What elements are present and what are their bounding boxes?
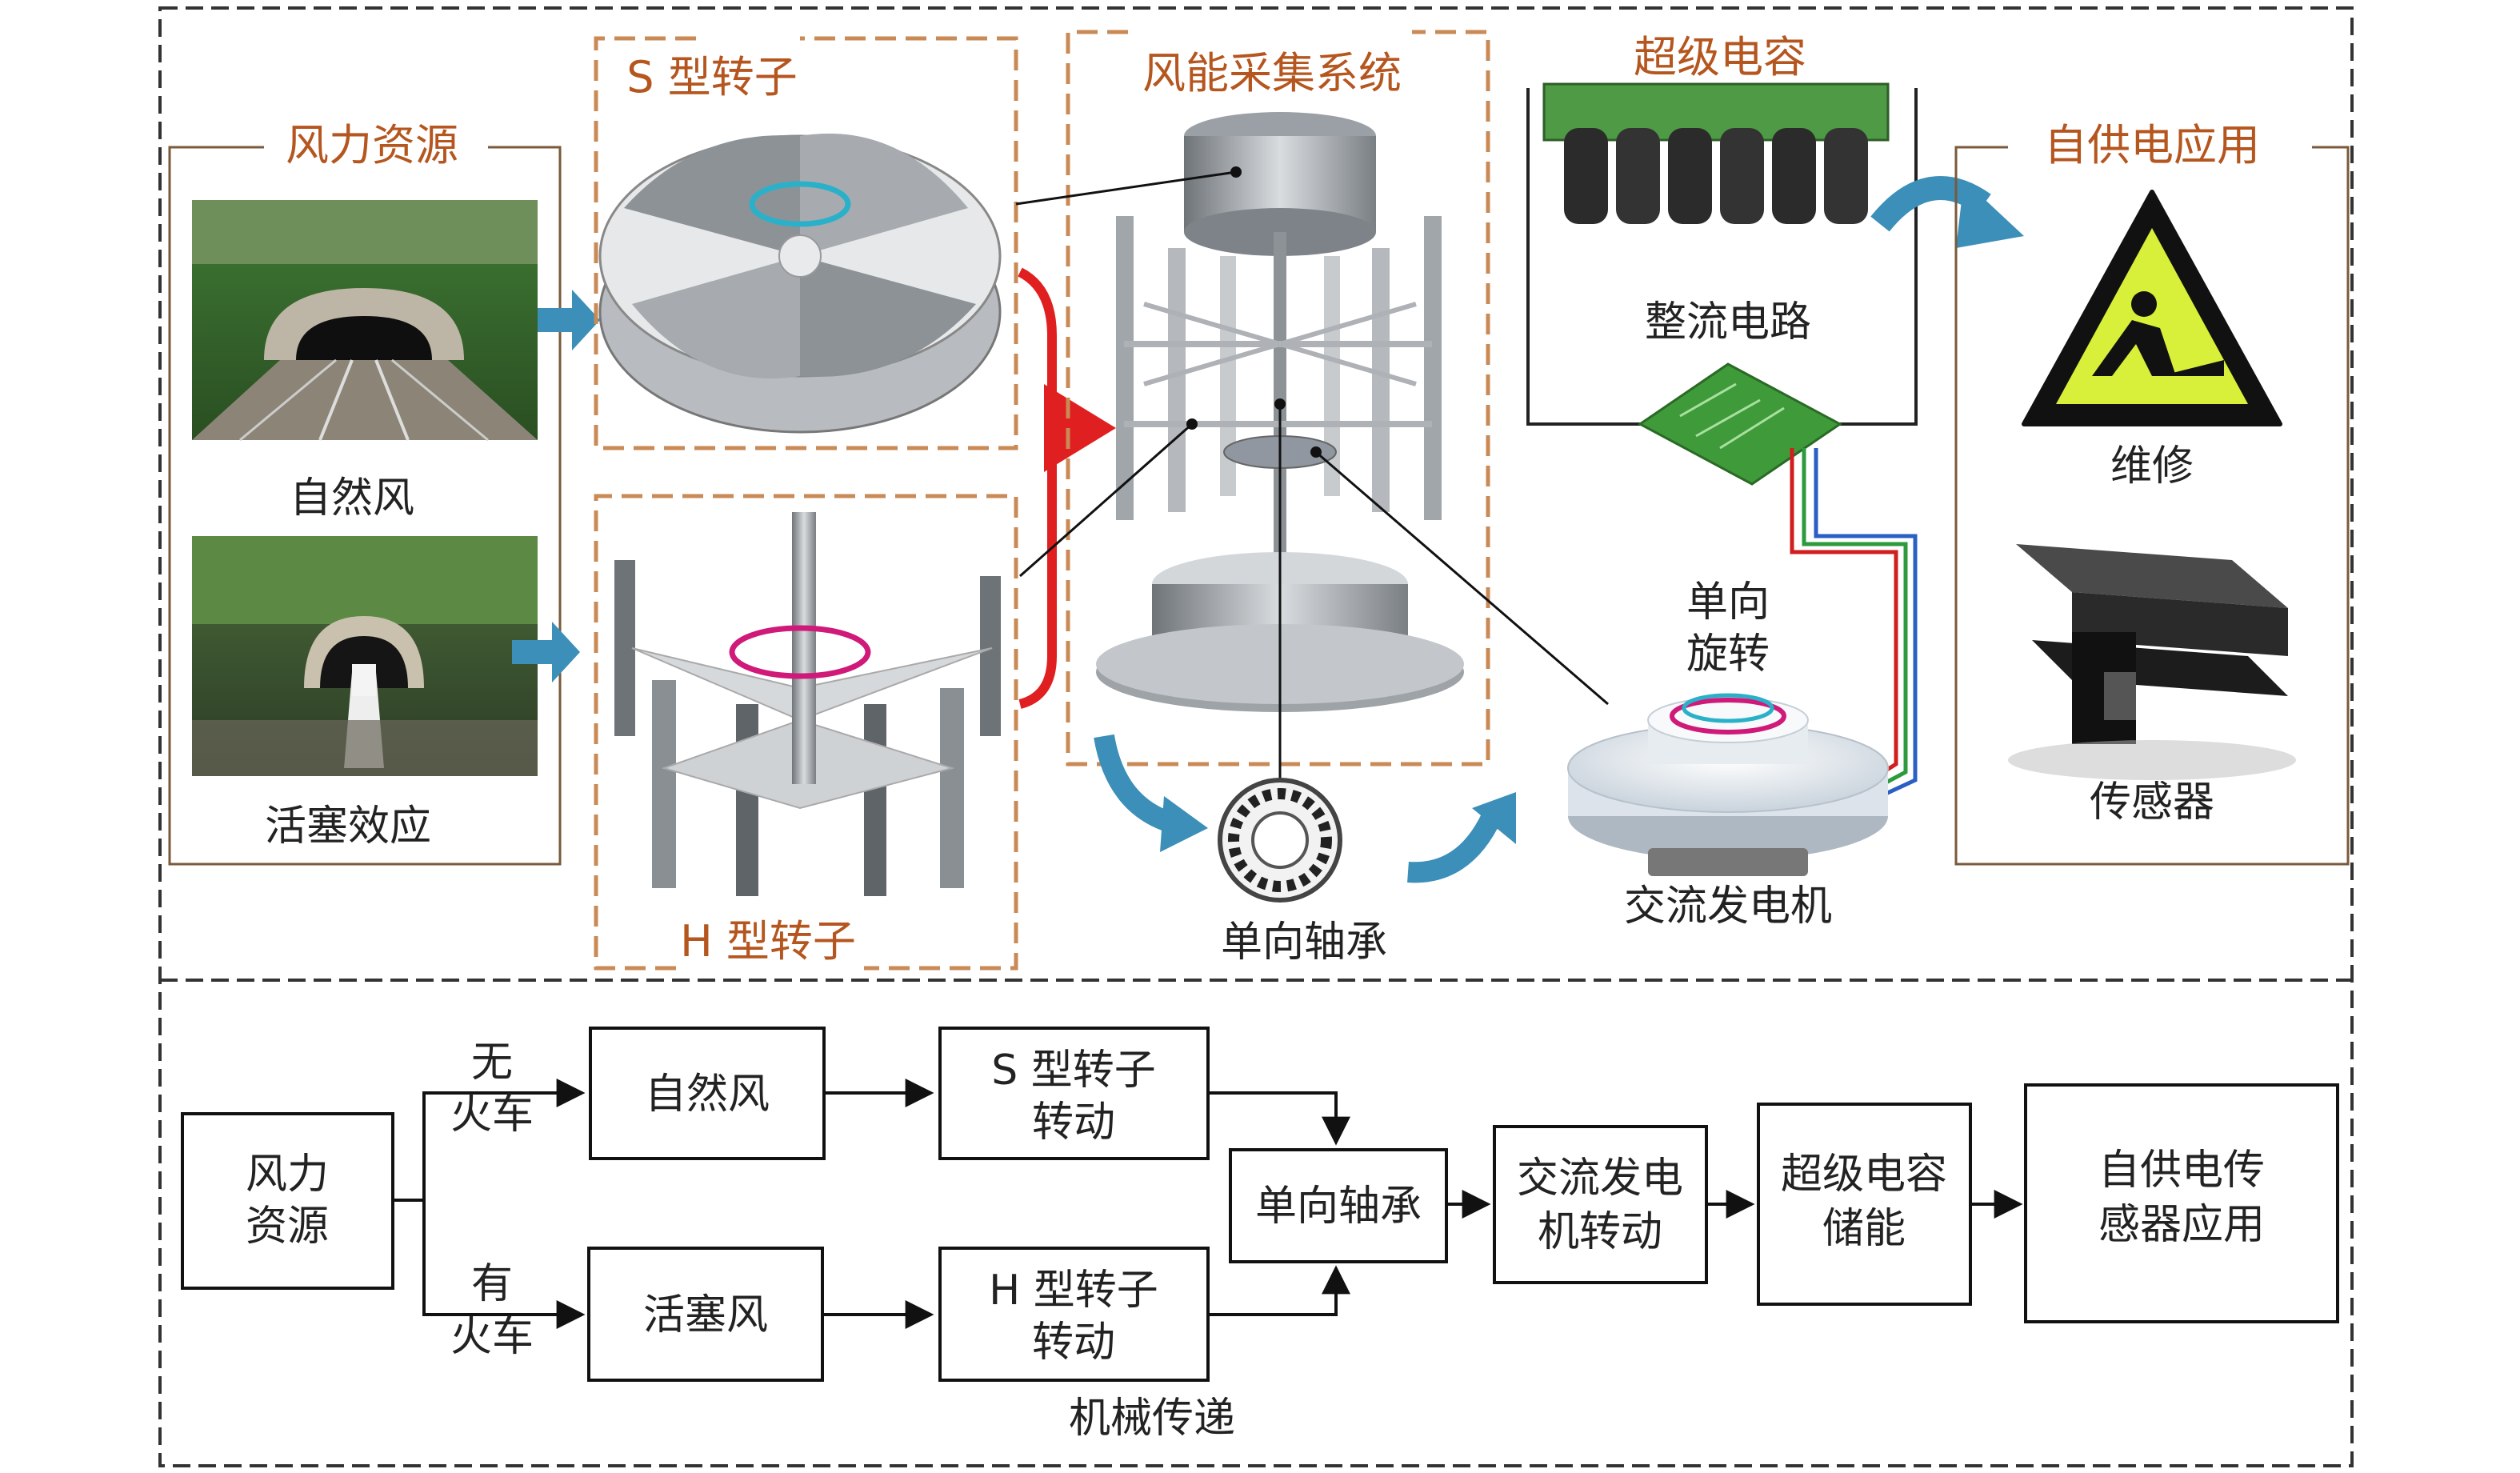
generator-caption: 交流发电机 xyxy=(1624,883,1832,931)
pointer-line xyxy=(1019,422,1193,578)
one-way-bearing-illustration xyxy=(1218,778,1342,903)
wind-to-rotor-arrows xyxy=(512,290,600,682)
flow-h-rotor-line1: H 型转子 xyxy=(989,1267,1158,1315)
flow-generator-line2: 机转动 xyxy=(1538,1208,1662,1256)
flow-storage-box: 超级电容 储能 xyxy=(1757,1103,1972,1306)
turbine-illustration xyxy=(1096,112,1464,712)
flow-piston-wind-box: 活塞风 xyxy=(587,1247,824,1382)
applications-panel: 自供电应用 维修 传感器 xyxy=(1954,120,2350,866)
rectifier-caption: 整流电路 xyxy=(1645,298,1811,346)
mechanical-transfer-label: 机械传递 xyxy=(1069,1395,1235,1443)
maintenance-warning-sign-icon xyxy=(2022,190,2282,426)
piston-effect-caption: 活塞效应 xyxy=(265,803,431,851)
rotor-merge-connector xyxy=(1018,267,1116,709)
wind-resource-title: 风力资源 xyxy=(286,120,458,170)
railway-tunnel-photo xyxy=(192,200,538,442)
maintenance-caption: 维修 xyxy=(2110,442,2194,490)
outer-frame xyxy=(158,6,2354,1467)
flow-piston-wind: 活塞风 xyxy=(643,1291,768,1339)
branch-no-train-line2: 火车 xyxy=(450,1091,534,1139)
supercapacitor-bank-illustration xyxy=(1542,82,1890,224)
flow-source-line2: 资源 xyxy=(246,1203,329,1251)
harvester-panel: 风能采集系统 xyxy=(1015,30,1609,788)
harvester-title: 风能采集系统 xyxy=(1142,48,1402,98)
ac-generator-illustration xyxy=(1567,693,1889,876)
h-rotor-illustration xyxy=(614,512,1001,896)
curved-arrow-icon xyxy=(1160,796,1208,852)
flow-application-box: 自供电传 感器应用 xyxy=(2024,1083,2339,1323)
train-tunnel-photo xyxy=(192,536,538,776)
flow-s-rotor-line2: 转动 xyxy=(1032,1099,1115,1147)
h-rotor-panel: H 型转子 xyxy=(594,494,1018,971)
rectifier-pcb-illustration xyxy=(1638,362,1842,486)
flow-bearing: 单向轴承 xyxy=(1255,1183,1422,1231)
flow-h-rotor-line2: 转动 xyxy=(1032,1319,1115,1367)
branch-with-train-line2: 火车 xyxy=(450,1313,534,1361)
applications-title: 自供电应用 xyxy=(2044,120,2260,170)
rotation-label-line2: 旋转 xyxy=(1686,630,1770,678)
wind-resource-panel: 风力资源 自然风 活塞效应 xyxy=(168,120,562,866)
power-electronics: 超级电容 整流电路 单向 旋转 xyxy=(1526,32,2024,931)
flow-storage-line1: 超级电容 xyxy=(1781,1151,1947,1199)
supercap-title: 超级电容 xyxy=(1634,32,1806,82)
rotation-label-line1: 单向 xyxy=(1686,578,1770,626)
flow-s-rotor-line1: S 型转子 xyxy=(991,1047,1156,1095)
bearing-caption: 单向轴承 xyxy=(1221,919,1387,967)
flow-source-line1: 风力 xyxy=(246,1151,329,1199)
flow-chart: 风力 资源 无 火车 有 火车 自然风 活塞风 S 型转子 转动 H 型转子 转… xyxy=(181,1027,2339,1443)
s-rotor-illustration xyxy=(598,133,1002,434)
flow-application-line1: 自供电传 xyxy=(2098,1147,2265,1195)
flow-source-box: 风力 资源 xyxy=(181,1112,394,1290)
pointer-line xyxy=(1015,170,1237,206)
natural-wind-caption: 自然风 xyxy=(290,474,414,522)
s-rotor-title: S 型转子 xyxy=(626,52,797,102)
flow-generator-line1: 交流发电 xyxy=(1517,1155,1683,1203)
flow-application-line2: 感器应用 xyxy=(2098,1201,2265,1249)
flow-natural-wind: 自然风 xyxy=(645,1071,770,1119)
flow-bearing-box: 单向轴承 xyxy=(1229,1148,1448,1263)
flow-generator-box: 交流发电 机转动 xyxy=(1493,1125,1708,1284)
rail-sensor-icon xyxy=(2008,544,2296,780)
flow-storage-line2: 储能 xyxy=(1822,1205,1906,1253)
h-rotor-title: H 型转子 xyxy=(680,916,856,967)
merge-arrow-icon xyxy=(1044,384,1116,472)
flow-s-rotor-box: S 型转子 转动 xyxy=(938,1027,1210,1160)
sensor-caption: 传感器 xyxy=(2090,779,2214,827)
flow-natural-wind-box: 自然风 xyxy=(589,1027,826,1160)
pointer-line xyxy=(1315,450,1609,706)
branch-no-train-line1: 无 xyxy=(471,1039,513,1087)
flow-h-rotor-box: H 型转子 转动 xyxy=(938,1247,1210,1382)
s-rotor-panel: S 型转子 xyxy=(594,36,1018,450)
branch-with-train-line1: 有 xyxy=(471,1260,513,1308)
curved-arrow-icon xyxy=(1472,792,1516,844)
arrow-right-icon xyxy=(538,290,600,350)
bearing-flow-arrows xyxy=(1094,734,1516,883)
arrow-right-icon xyxy=(512,622,580,682)
